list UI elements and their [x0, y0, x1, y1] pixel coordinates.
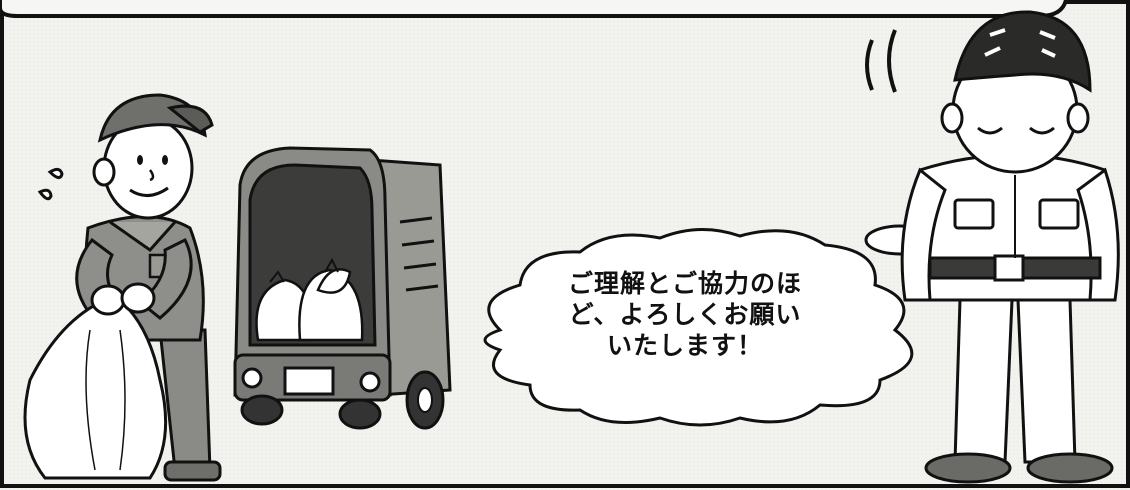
worker-with-bag	[23, 93, 222, 482]
garbage-truck	[233, 146, 452, 430]
top-speech-box	[0, 0, 1068, 18]
speech-line-1: ご理解とご協力のほ	[567, 269, 802, 298]
sweat-drops-icon	[37, 167, 64, 201]
speech-line-2: ど、よろしくお願い	[568, 300, 802, 329]
speech-line-3: いたします！	[606, 331, 763, 360]
motion-lines-icon	[865, 29, 897, 93]
speech-bubble-text: ご理解とご協力のほ ど、よろしくお願い いたします！	[515, 268, 855, 361]
garbage-bag-icon	[23, 298, 168, 480]
bowing-worker	[865, 10, 1120, 484]
